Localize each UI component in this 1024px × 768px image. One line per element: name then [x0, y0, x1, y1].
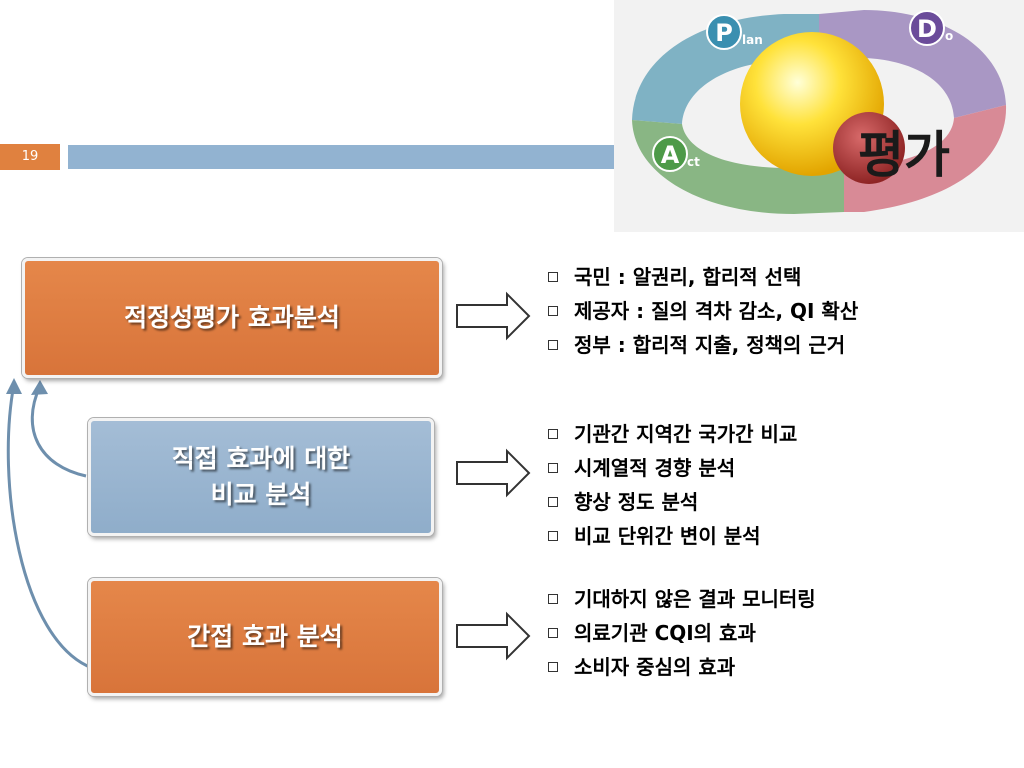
- list-item: 향상 정도 분석: [548, 485, 797, 519]
- plan-letter: P: [715, 19, 733, 47]
- do-letter: D: [917, 15, 937, 43]
- bullet-square-icon: [548, 594, 558, 604]
- act-segment: [632, 120, 844, 214]
- box-main-label: 적정성평가 효과분석: [124, 303, 340, 332]
- right-arrow-2: [456, 448, 531, 498]
- right-arrow-3: [456, 611, 531, 661]
- bullet-square-icon: [548, 272, 558, 282]
- plan-segment: [632, 14, 819, 124]
- list-item: 의료기관 CQI의 효과: [548, 616, 816, 650]
- feedback-arrowhead-long: [6, 378, 22, 394]
- act-suffix: ct: [687, 155, 700, 169]
- feedback-arrow-short: [30, 385, 87, 478]
- pdca-cycle-svg: P lan D o A ct 평가: [632, 10, 1007, 214]
- right-arrow-1: [456, 291, 531, 341]
- feedback-arrowhead-short: [31, 380, 48, 395]
- feedback-arrow-long: [6, 383, 93, 670]
- list-item: 기관간 지역간 국가간 비교: [548, 417, 797, 451]
- evaluation-ball: [833, 112, 905, 184]
- plan-suffix: lan: [742, 33, 763, 47]
- bullet-list-comparisons: 기관간 지역간 국가간 비교 시계열적 경향 분석 향상 정도 분석 비교 단위…: [548, 417, 797, 553]
- do-segment: [819, 10, 1006, 118]
- bullet-square-icon: [548, 463, 558, 473]
- do-badge-icon: [909, 10, 945, 46]
- bullet-square-icon: [548, 429, 558, 439]
- slide-number: 19: [0, 144, 60, 170]
- bullet-square-icon: [548, 497, 558, 507]
- box-direct-effect-comparison: 직접 효과에 대한 비교 분석: [88, 418, 434, 536]
- pdca-cycle-image: P lan D o A ct 평가: [614, 0, 1024, 232]
- list-item: 기대하지 않은 결과 모니터링: [548, 582, 816, 616]
- list-item: 비교 단위간 변이 분석: [548, 519, 797, 553]
- list-item: 제공자 : 질의 격차 감소, QI 확산: [548, 294, 858, 328]
- list-item: 소비자 중심의 효과: [548, 650, 816, 684]
- box-appropriateness-effect-analysis: 적정성평가 효과분석: [22, 258, 442, 378]
- bullet-square-icon: [548, 662, 558, 672]
- header-bar: [68, 145, 668, 169]
- act-badge-icon: [652, 136, 688, 172]
- bullet-square-icon: [548, 340, 558, 350]
- bullet-list-indirect: 기대하지 않은 결과 모니터링 의료기관 CQI의 효과 소비자 중심의 효과: [548, 582, 816, 684]
- list-item: 시계열적 경향 분석: [548, 451, 797, 485]
- act-letter: A: [661, 141, 680, 169]
- box-direct-line1: 직접 효과에 대한: [171, 444, 351, 473]
- box-indirect-label: 간접 효과 분석: [187, 622, 343, 651]
- bullet-square-icon: [548, 531, 558, 541]
- do-suffix: o: [945, 29, 953, 43]
- bullet-list-stakeholders: 국민 : 알권리, 합리적 선택 제공자 : 질의 격차 감소, QI 확산 정…: [548, 260, 858, 362]
- plan-badge-icon: [706, 14, 742, 50]
- box-indirect-effect-analysis: 간접 효과 분석: [88, 578, 442, 696]
- bullet-square-icon: [548, 306, 558, 316]
- list-item: 정부 : 합리적 지출, 정책의 근거: [548, 328, 858, 362]
- evaluation-label: 평가: [858, 126, 950, 184]
- list-item: 국민 : 알권리, 합리적 선택: [548, 260, 858, 294]
- bullet-square-icon: [548, 628, 558, 638]
- box-direct-line2: 비교 분석: [210, 480, 312, 509]
- check-segment: [844, 105, 1007, 212]
